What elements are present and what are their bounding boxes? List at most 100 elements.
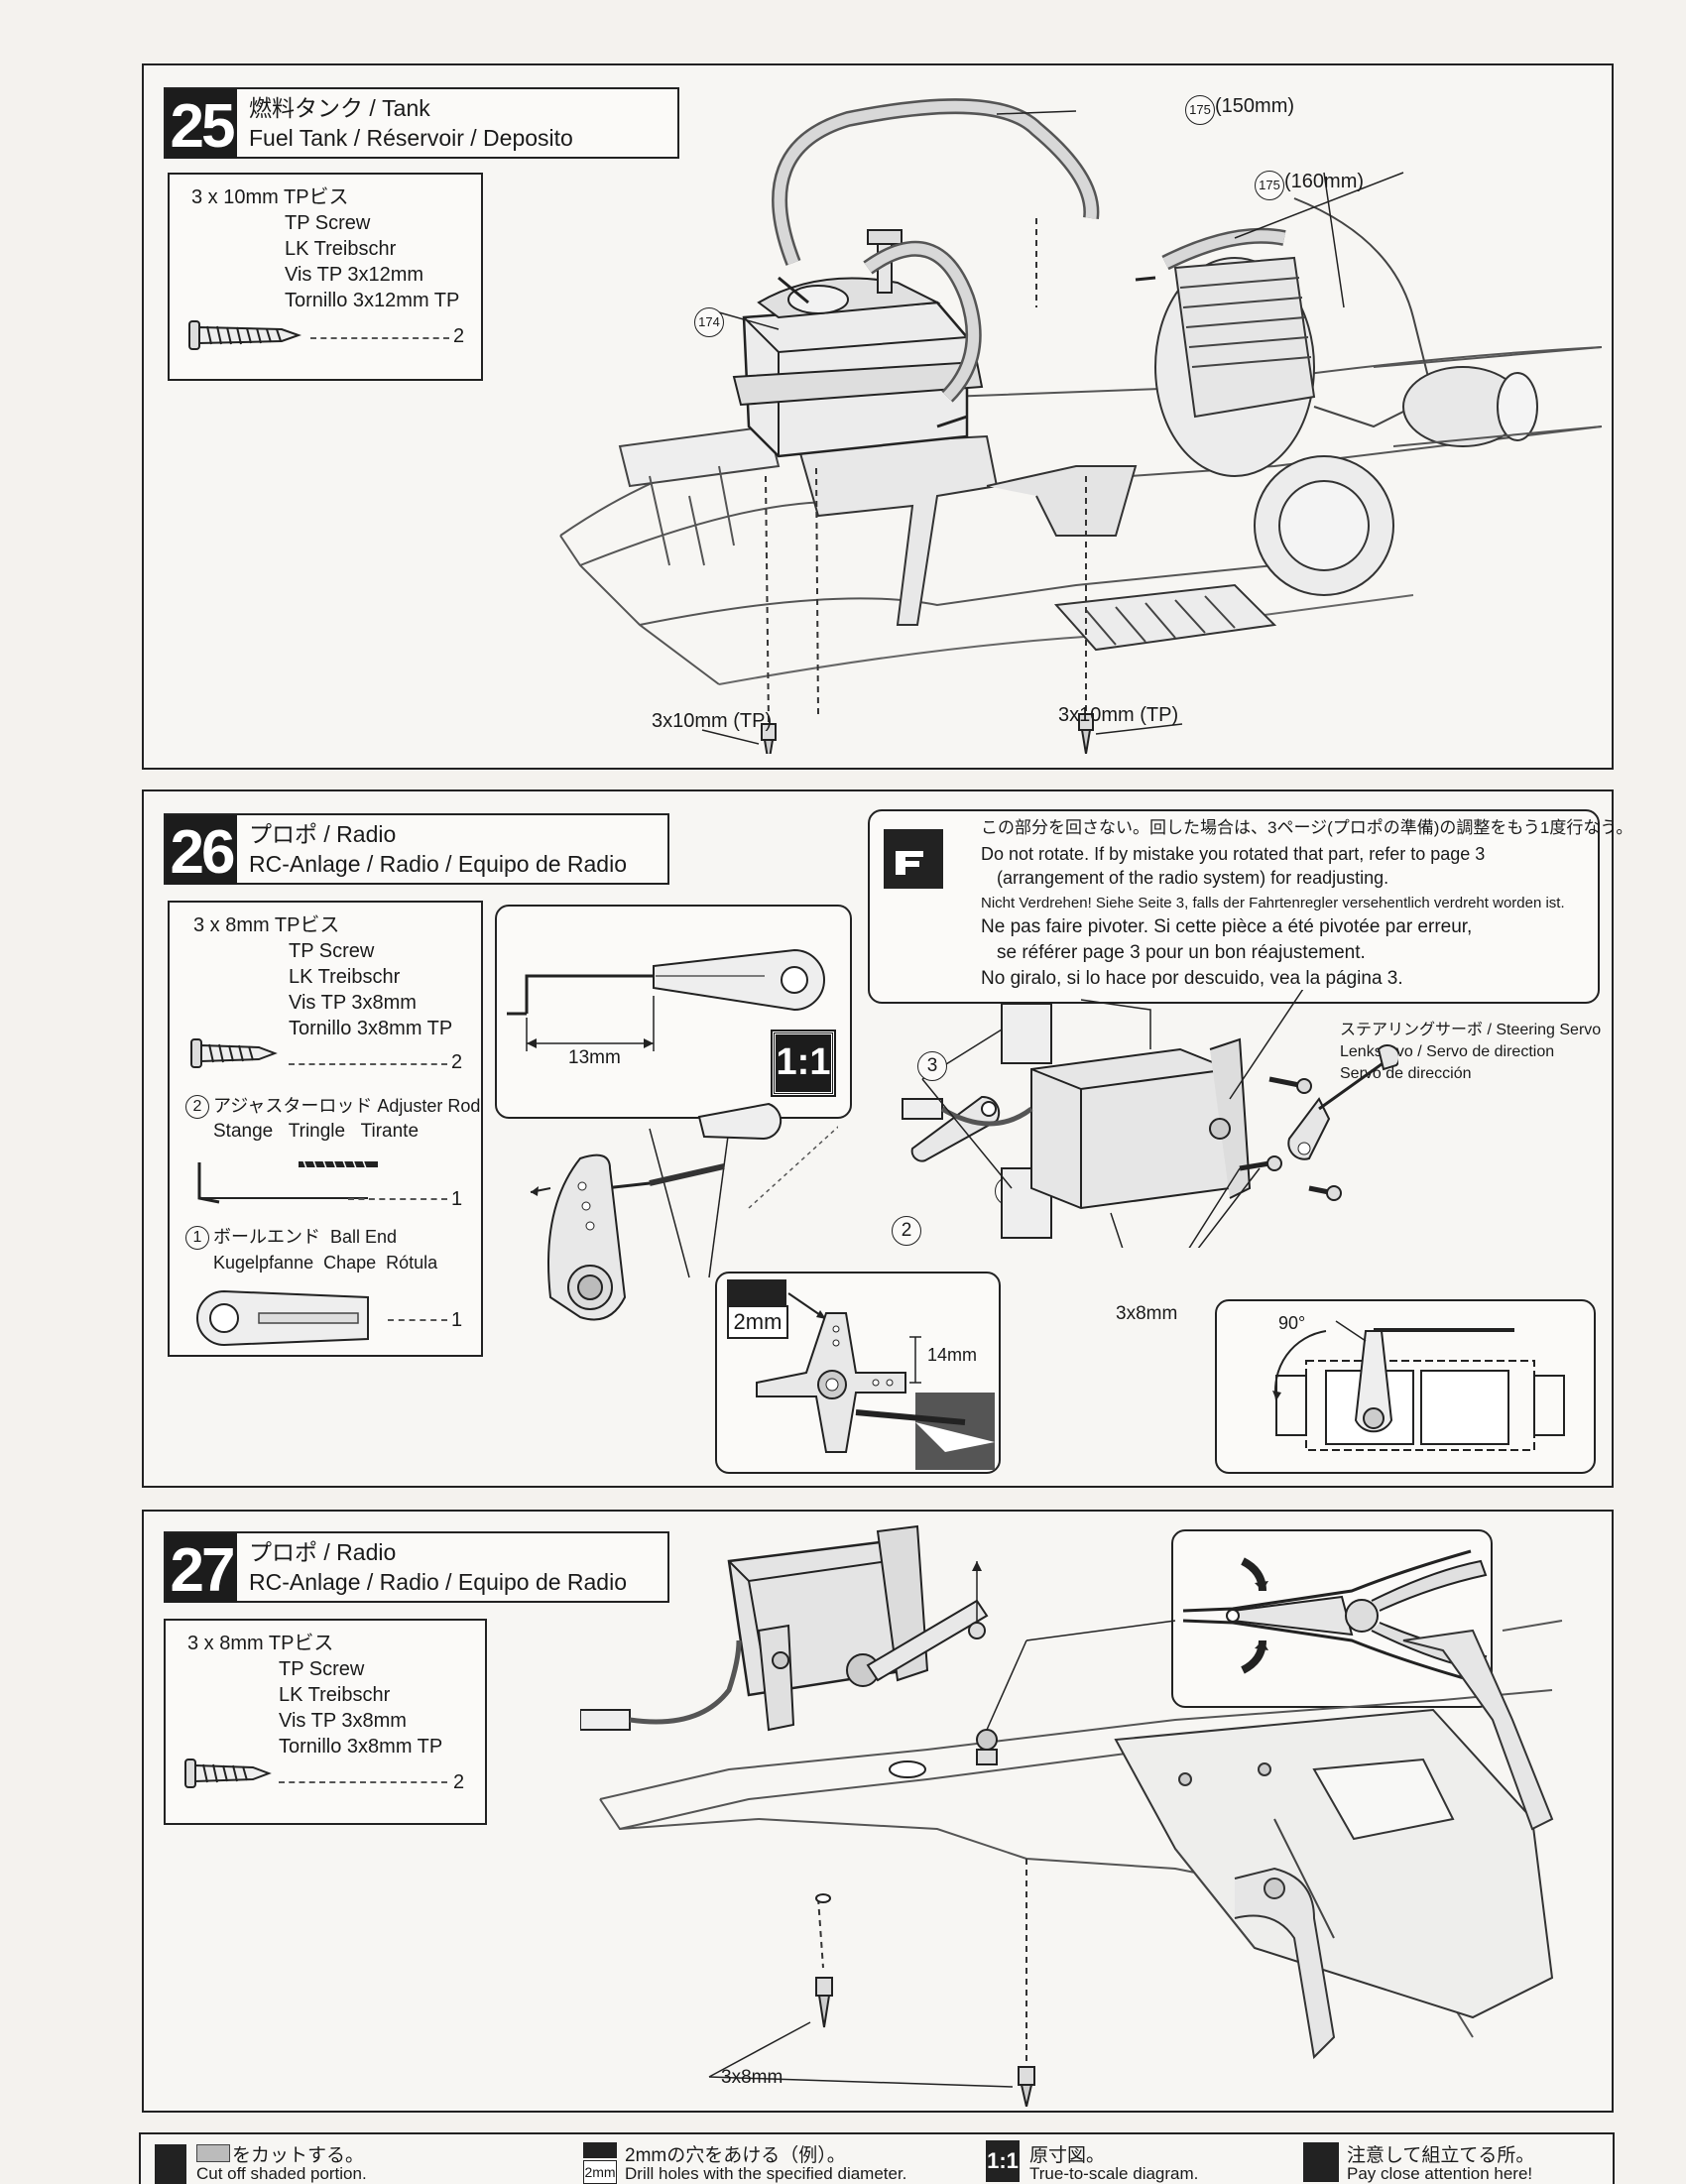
legend-cut-en: Cut off shaded portion. [196,2164,367,2183]
callout-2: 2 [892,1216,921,1246]
step-25-section: 25 燃料タンク / Tank Fuel Tank / Réservoir / … [142,63,1614,770]
screw-label-left: 3x10mm (TP) [652,710,773,732]
pliers-detail [1171,1529,1493,1708]
screw-label-right: 3x10mm (TP) [1058,704,1179,726]
cut-icon [155,2144,186,2184]
step-title-jp: プロポ / Radio [249,1539,397,1565]
callout-175-a: 175 [1185,95,1215,125]
ball-end-icon [196,1289,369,1347]
part-name: LK Treibschr [289,966,401,988]
part-name: LK Treibschr [285,238,397,260]
horn-linkage-illustration [530,1102,838,1321]
warning-es: No giralo, si lo hace por descuido, vea … [981,968,1403,989]
legend-drill-jp: 2mmの穴をあける（例）。 [625,2145,846,2166]
legend-scale-jp: 原寸図。 [1029,2145,1106,2166]
attention-legend-icon [1303,2142,1339,2182]
warning-de: Nicht Verdrehen! Siehe Seite 3, falls de… [981,895,1565,911]
parts-box: 3 x 10mm TPビス TP Screw LK Treibschr Vis … [168,173,483,381]
drill-icon [727,1279,786,1305]
horn-hole-dim: 14mm [927,1345,978,1365]
step-26-section: 26 プロポ / Radio RC-Anlage / Radio / Equip… [142,789,1632,1488]
legend-scale-en: True-to-scale diagram. [1029,2164,1199,2183]
servo-horn-detail: 2mm 14mm [715,1272,1001,1474]
callout-174: 174 [694,307,724,337]
servo-mount-screw-label: 3x8mm [721,2067,783,2088]
rod-length-label: 13mm [568,1047,621,1068]
drill-legend-label: 2mm [583,2160,617,2184]
adjuster-rod-icon [197,1159,378,1204]
qty-leader [388,1319,447,1321]
rod-length-detail: 13mm 1:1 [495,905,852,1119]
screw-size: 3 x 8mm TPビス [187,1633,334,1654]
servo-angle-detail: 90° [1215,1299,1596,1474]
servo-label: ステアリングサーボ / Steering Servo [1340,1022,1602,1038]
rod-detail-drawing [507,948,825,1051]
legend-footer: をカットする。 Cut off shaded portion. 2mm 2mmの… [139,2132,1615,2184]
part-name: Vis TP 3x8mm [279,1710,407,1732]
legend-attention-en: Pay close attention here! [1347,2164,1533,2183]
part-name: Tornillo 3x8mm TP [279,1736,443,1758]
warning-jp: この部分を回さない。回した場合は、3ページ(プロポの準備)の調整をもう1度行なう… [981,818,1633,837]
screw-icon [190,1038,278,1068]
part-name: TP Screw [285,212,371,234]
step-27-section: 27 プロポ / Radio RC-Anlage / Radio / Equip… [142,1510,1614,2113]
legend-drill-en: Drill holes with the specified diameter. [625,2164,907,2183]
servo-screw-label: 3x8mm [1116,1303,1178,1324]
part-name: LK Treibschr [279,1684,391,1706]
qty: 2 [453,1771,465,1793]
tube-length-160: (160mm) [1284,171,1365,192]
qty-leader [348,1198,447,1200]
callout-2: 2 [185,1095,209,1119]
callout-1: 1 [185,1226,209,1250]
drill-icon-label: 2mm [727,1305,788,1339]
step-26-header: 26 プロポ / Radio RC-Anlage / Radio / Equip… [164,813,669,887]
attention-icon [884,829,943,889]
step-number: 27 [166,1533,237,1605]
shaded-box-icon [196,2144,230,2162]
ball-end-names: Kugelpfanne Chape Rótula [213,1253,438,1273]
part-name: TP Screw [279,1658,365,1680]
screw-size: 3 x 8mm TPビス [193,914,340,936]
fuel-tank-illustration [559,98,1603,754]
warning-en: Do not rotate. If by mistake you rotated… [981,844,1486,864]
step-title-multi: RC-Anlage / Radio / Equipo de Radio [249,1569,628,1595]
warning-en: (arrangement of the radio system) for re… [997,868,1389,888]
steering-servo-illustration [902,990,1398,1248]
step-27-header: 27 プロポ / Radio RC-Anlage / Radio / Equip… [164,1531,669,1605]
part-name: Vis TP 3x12mm [285,264,424,286]
part-name: Tornillo 3x8mm TP [289,1018,453,1039]
qty: 1 [451,1188,463,1210]
callout-175-b: 175 [1255,171,1284,200]
step-title-multi: Fuel Tank / Réservoir / Deposito [249,125,573,151]
step-25-header: 25 燃料タンク / Tank Fuel Tank / Réservoir / … [164,87,679,161]
step-title-multi: RC-Anlage / Radio / Equipo de Radio [249,851,628,877]
pliers-drawing [1182,1549,1488,1682]
part-name: Vis TP 3x8mm [289,992,417,1014]
warning-fr: se référer page 3 pour un bon réajusteme… [997,942,1366,963]
tube-length-150: (150mm) [1215,95,1295,117]
scale-badge: 1:1 [771,1030,836,1097]
step-title-jp: 燃料タンク / Tank [249,95,430,121]
part-name: Tornillo 3x12mm TP [285,290,460,311]
screw-icon [184,1759,272,1788]
parts-box: 3 x 8mm TPビス TP Screw LK Treibschr Vis T… [164,1619,487,1825]
step-number: 26 [166,815,237,887]
drill-legend-icon [583,2142,617,2158]
warning-box: この部分を回さない。回した場合は、3ページ(プロポの準備)の調整をもう1度行なう… [868,809,1632,1004]
angle-label: 90° [1278,1313,1306,1333]
qty-leader [310,337,449,339]
screw-icon [188,320,302,350]
part-name: TP Screw [289,940,375,962]
qty: 2 [453,325,465,347]
screw-size: 3 x 10mm TPビス [191,186,349,208]
qty: 2 [451,1051,463,1073]
adjuster-rod-names: Stange Tringle Tirante [213,1121,420,1142]
angle-drawing [1272,1320,1565,1451]
qty-leader [279,1781,447,1783]
parts-box: 3 x 8mm TPビス TP Screw LK Treibschr Vis T… [168,901,483,1357]
adjuster-rod-title: アジャスターロッド Adjuster Rod [213,1096,481,1116]
ball-end-title: ボールエンド Ball End [213,1227,398,1247]
legend-cut-jp: をカットする。 [232,2145,365,2166]
horn-drawing [756,1292,995,1470]
